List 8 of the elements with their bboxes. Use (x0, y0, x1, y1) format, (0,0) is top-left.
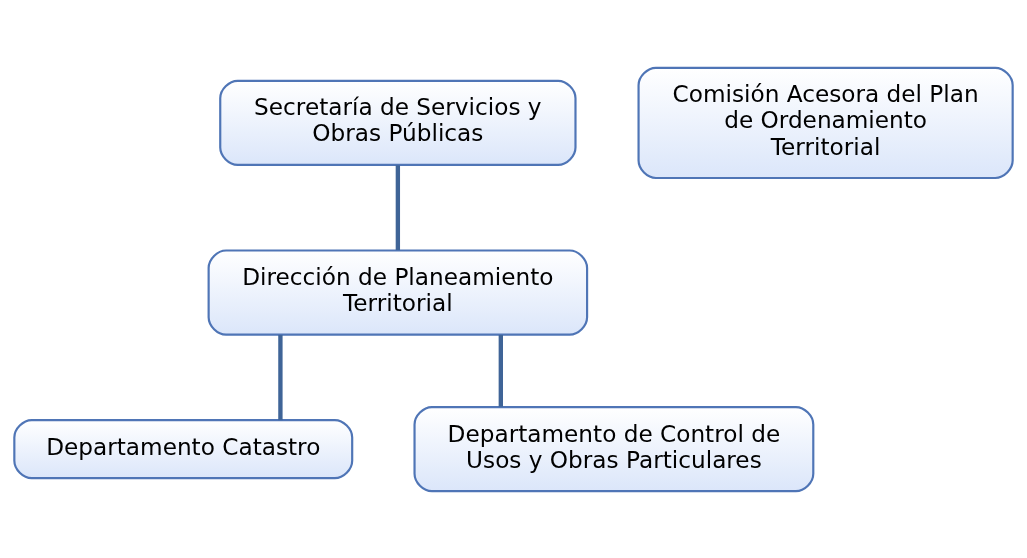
node-box: Comisión Acesora del Plan de Ordenamiento Territorial (637, 66, 1014, 179)
node-box: Departamento de Control de Usos y Obras Particulares (413, 405, 815, 492)
connector (278, 334, 283, 420)
node-box: Dirección de Planeamiento Territorial (207, 248, 589, 336)
node-box: Secretaría de Servicios y Obras Públicas (219, 79, 577, 166)
connector (498, 334, 503, 407)
connector (395, 164, 401, 250)
node-box: Departamento Catastro (13, 418, 354, 479)
